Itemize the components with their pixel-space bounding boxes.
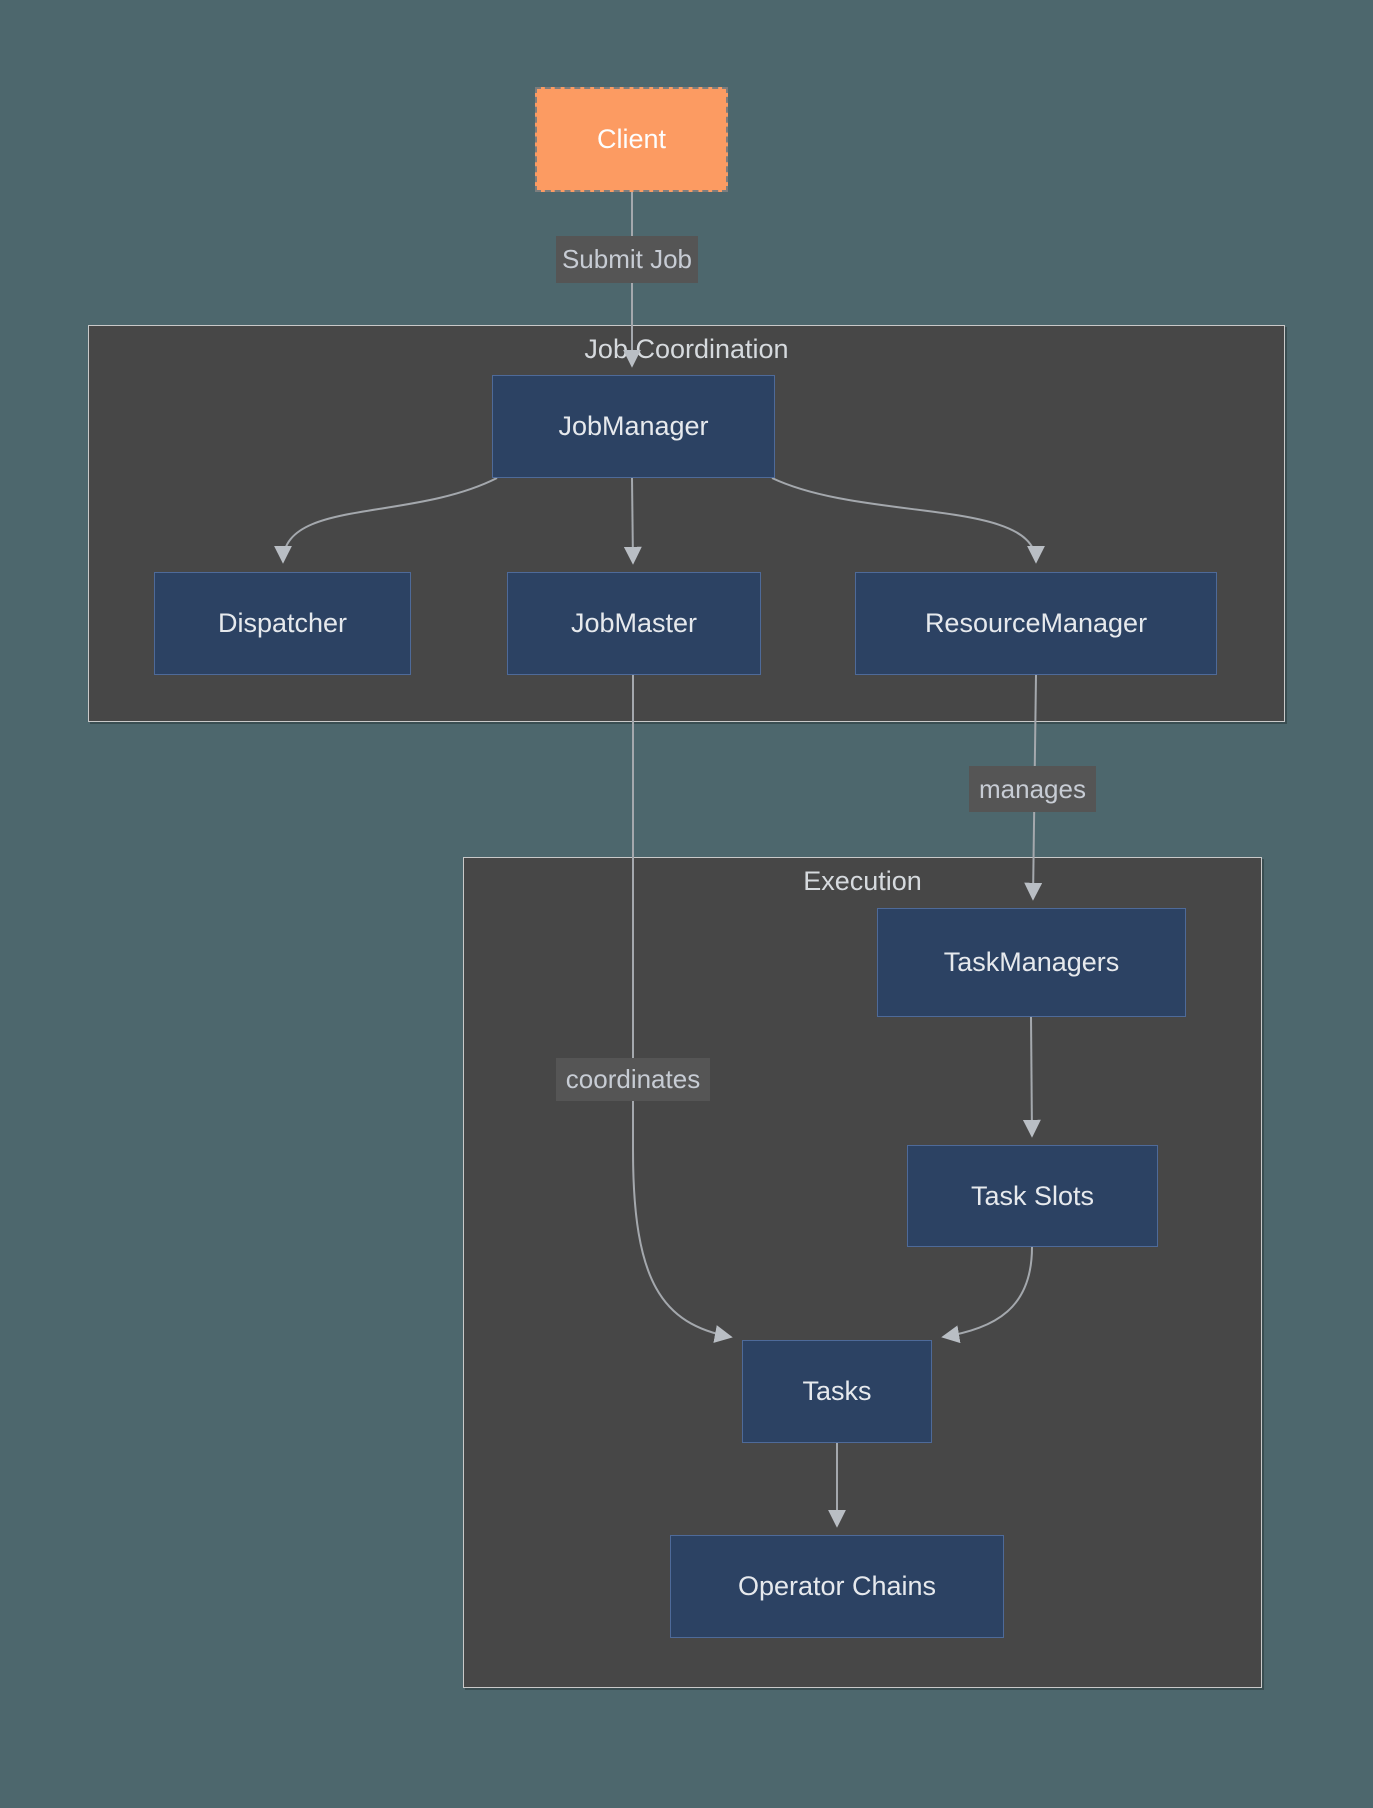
- subgraph-title-job-coordination: Job Coordination: [584, 334, 789, 364]
- node-jobmanager: JobManager: [492, 375, 775, 478]
- node-taskmanagers: TaskManagers: [877, 908, 1186, 1017]
- edge-label-coordinates: coordinates: [556, 1058, 710, 1101]
- subgraph-title-execution: Execution: [803, 866, 922, 896]
- node-taskslots: Task Slots: [907, 1145, 1158, 1247]
- node-dispatcher: Dispatcher: [154, 572, 411, 675]
- edge-label-manages: manages: [969, 766, 1096, 812]
- node-jobmaster: JobMaster: [507, 572, 761, 675]
- edge-label-submit-job: Submit Job: [556, 236, 698, 283]
- node-tasks: Tasks: [742, 1340, 932, 1443]
- node-client: Client: [535, 87, 728, 192]
- node-resourcemanager: ResourceManager: [855, 572, 1217, 675]
- node-operatorchains: Operator Chains: [670, 1535, 1004, 1638]
